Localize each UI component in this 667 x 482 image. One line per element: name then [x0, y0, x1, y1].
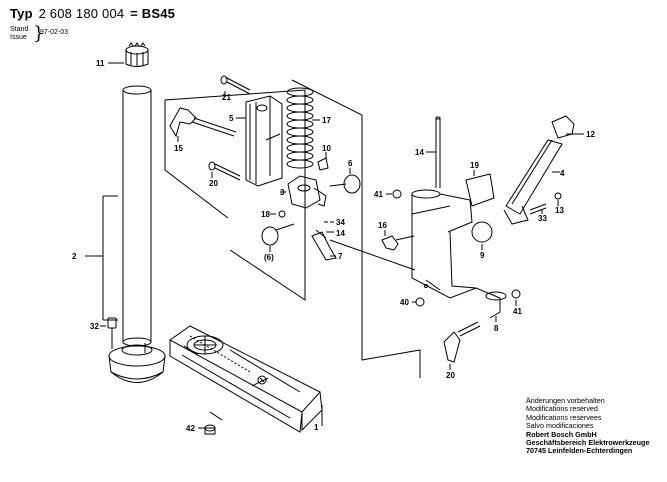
footer-line: Salvo modificaciones	[526, 421, 594, 431]
callout-20: 20	[446, 371, 455, 380]
issue-label: Issue	[10, 34, 27, 41]
footer-notice: Änderungen vorbehalten Modifications res…	[526, 396, 650, 456]
callout-8: 8	[494, 324, 499, 333]
column-foot	[108, 343, 166, 383]
rod-part-14	[435, 116, 441, 188]
callout-32: 33	[538, 214, 547, 223]
callout-6-paren: (6)	[264, 253, 274, 262]
nut-part-41-upper	[392, 189, 402, 199]
lever-part-20	[443, 321, 481, 363]
cap-part-11	[125, 42, 149, 67]
spring-frame	[291, 79, 421, 378]
footer-line: Modifications reserved	[526, 404, 598, 414]
cap-part-12	[551, 115, 575, 139]
carriage-frame-lower	[164, 100, 229, 219]
knob-part-6	[329, 174, 361, 194]
callout-16: 16	[378, 221, 387, 230]
washer-part-21	[278, 210, 286, 218]
callout-19: 19	[470, 161, 479, 170]
column-part-2	[122, 85, 152, 347]
leader-lines	[100, 62, 584, 370]
screw-part-32	[529, 203, 547, 215]
brace-icon: }	[33, 23, 45, 44]
stand-label: Stand	[10, 26, 29, 33]
nut-part-40	[415, 297, 425, 307]
callout-labels: 11 21 5 17 15 20 10 6 3 18 34 14 7 (6) 1…	[72, 59, 595, 433]
callout-17: 17	[322, 116, 331, 125]
footer-line: Modifications reservees	[526, 412, 602, 422]
callout-31: 21	[222, 93, 231, 102]
bracket-part-7	[311, 229, 337, 261]
screw-part-31	[220, 75, 251, 95]
callout-2: 2	[72, 252, 77, 261]
nut-part-41-lower	[511, 289, 521, 299]
callout-7: 7	[338, 252, 343, 261]
screw-part-30	[208, 161, 241, 181]
issue-stamp: Stand Issue } 97-02-03	[10, 25, 68, 43]
callout-30: 20	[209, 179, 218, 188]
title-model: BS45	[141, 6, 176, 21]
callout-12: 12	[586, 130, 595, 139]
callout-13: 13	[555, 206, 564, 215]
callout-11: 11	[96, 59, 105, 68]
callout-33: 32	[90, 322, 99, 331]
holder-part-8	[411, 189, 507, 319]
handle-part-4	[503, 139, 563, 225]
part-10	[317, 157, 329, 171]
callout-4: 4	[560, 169, 565, 178]
issue-date: 97-02-03	[40, 29, 69, 36]
title-prefix: Typ	[10, 6, 33, 21]
callout-15: 15	[174, 144, 183, 153]
callout-1: 1	[314, 423, 319, 432]
label-part-19	[465, 173, 495, 207]
callout-10: 10	[322, 144, 331, 153]
callout-34: 34	[336, 218, 345, 227]
footer-line: Änderungen vorbehalten	[526, 396, 605, 405]
company-division: Geschäftsbereich Elektrowerkzeuge	[526, 438, 650, 448]
carriage-frame	[164, 89, 306, 301]
callout-40: 40	[400, 298, 409, 307]
callout-14: 14	[415, 148, 424, 157]
knob-part-9	[471, 221, 493, 243]
screw-part-42	[204, 424, 216, 435]
base-part-1	[169, 325, 323, 433]
callout-3: 3	[280, 188, 285, 197]
knob-part-6-alt	[261, 223, 295, 246]
leader-2	[85, 195, 118, 321]
screw-part-33	[107, 317, 117, 349]
callout-5: 5	[229, 114, 234, 123]
lever-part-16	[381, 235, 415, 251]
diagram-title: Typ 2 608 180 004 = BS45	[10, 6, 175, 21]
spring-part-17	[286, 87, 314, 169]
company-name: Robert Bosch GmbH	[526, 429, 597, 439]
slide-part-5	[245, 95, 283, 187]
connect-line	[329, 239, 416, 271]
nut-part-13	[554, 192, 562, 200]
callout-18: 14	[336, 229, 345, 238]
clamp-part-3	[287, 175, 327, 209]
callout-41-upper: 41	[374, 190, 383, 199]
callout-42: 42	[186, 424, 195, 433]
title-part-number: 2 608 180 004	[38, 6, 125, 21]
callout-6: 6	[348, 159, 353, 168]
callout-21: 18	[261, 210, 270, 219]
company-address: 70745 Leinfelden-Echterdingen	[526, 446, 633, 456]
callout-9: 9	[480, 251, 485, 260]
callout-41-lower: 41	[513, 307, 522, 316]
lever-part-15	[169, 107, 237, 138]
title-equals: =	[130, 6, 138, 21]
